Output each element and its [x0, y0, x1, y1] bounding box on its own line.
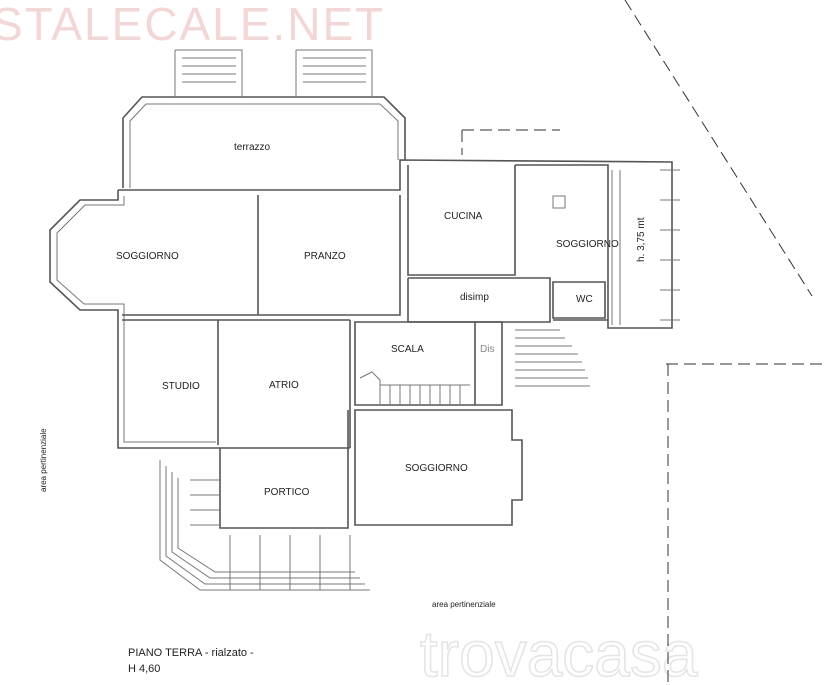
room-label-wc: WC — [576, 294, 593, 305]
room-label-disimp: disimp — [460, 292, 489, 303]
room-label-soggiorno-east: SOGGIORNO — [556, 239, 619, 250]
watermark-center: trovacasa — [420, 618, 698, 685]
terrazzo-outline — [122, 49, 406, 188]
room-label-portico: PORTICO — [264, 487, 310, 498]
room-label-dis: Dis — [480, 344, 494, 355]
room-label-terrazzo: terrazzo — [234, 142, 271, 153]
caption-line-2: H 4,60 — [128, 663, 160, 675]
room-label-pranzo: PRANZO — [304, 251, 346, 262]
height-note: h. 3,75 mt — [636, 217, 647, 262]
walls — [49, 159, 673, 529]
room-label-scala: SCALA — [391, 344, 424, 355]
room-label-studio: STUDIO — [162, 381, 200, 392]
caption-line-1: PIANO TERRA - rialzato - — [128, 647, 254, 659]
room-label-soggiorno-west: SOGGIORNO — [116, 251, 179, 262]
watermark-left: STALECALE.NET — [0, 0, 385, 50]
area-label-south: area pertinenziale — [432, 600, 496, 609]
property-boundary — [461, 0, 826, 685]
room-label-atrio: ATRIO — [269, 380, 299, 391]
area-label-west: area pertinenziale — [39, 428, 48, 492]
steps — [159, 169, 680, 591]
room-label-cucina: CUCINA — [444, 211, 483, 222]
room-label-soggiorno-south: SOGGIORNO — [405, 463, 468, 474]
